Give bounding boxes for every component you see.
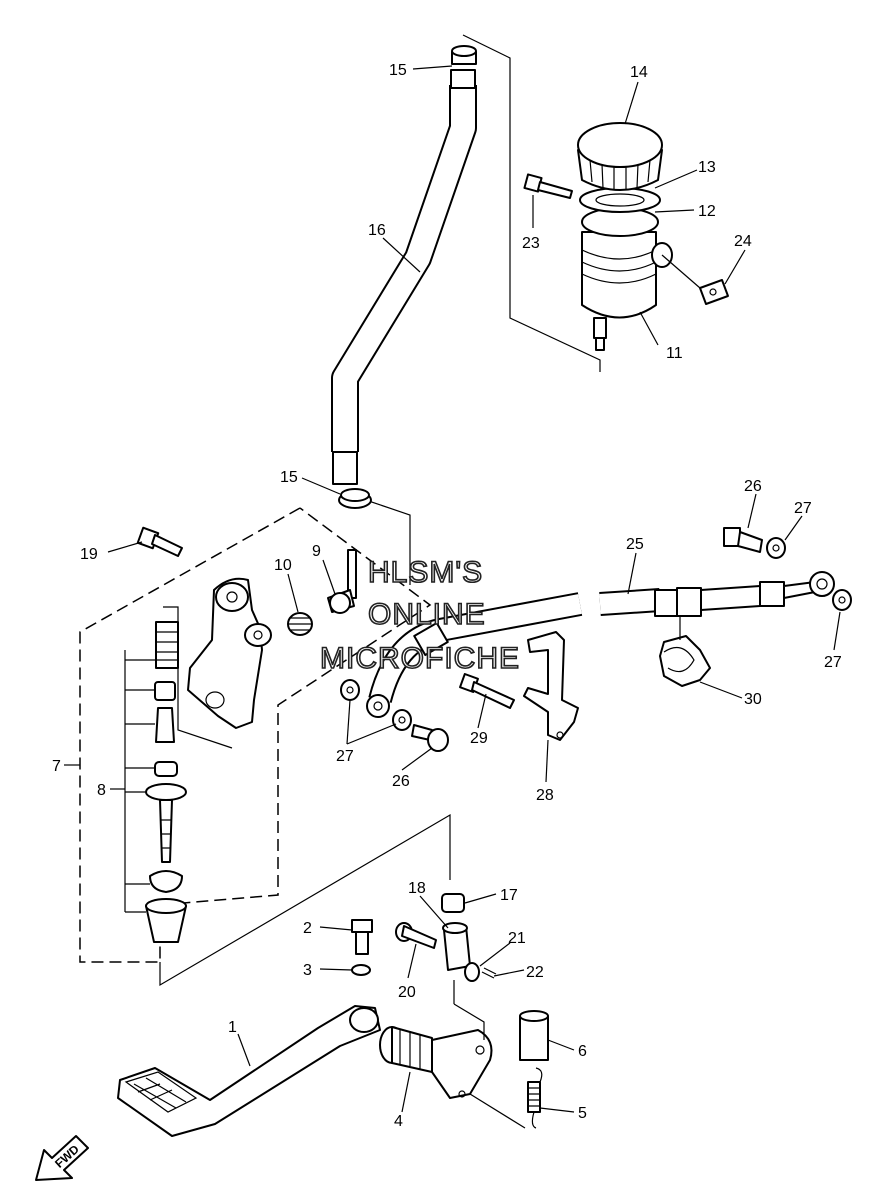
assembly-outlines [79,34,601,987]
callout-pin: 20 [398,984,416,1001]
reservoir-bolt [523,173,573,199]
repair-kit [124,606,233,943]
callout-master-cylinder-kit: 7 [52,758,61,775]
nut [441,893,465,913]
hose-clip-top [451,45,477,65]
callout-hose-clip-bottom: 15 [280,469,298,486]
callout-bolt: 2 [303,920,312,937]
callout-collar: 6 [578,1043,587,1060]
hose-holder [659,635,711,687]
callout-brake-pedal: 1 [228,1019,237,1036]
callout-cotter-pin: 22 [526,964,544,981]
callout-union-bolt-right: 26 [744,478,762,495]
reservoir-tank [581,231,673,351]
fwd-arrow-icon: FWD [35,1135,89,1181]
bolt [351,919,373,955]
callout-hose-joint: 9 [312,543,321,560]
collar [519,1010,549,1061]
reservoir-hose [331,69,477,485]
shaft [379,1026,493,1099]
callout-diaphragm-plate: 13 [698,159,716,176]
gasket-right-top [766,537,786,559]
watermark: HLSM'S ONLINE MICROFICHE [319,555,520,676]
callout-reservoir-bolt: 23 [522,235,540,252]
grommet [287,612,313,636]
gasket-right-bottom [832,589,852,611]
callout-grommet: 10 [274,557,292,574]
callout-reservoir-cap: 14 [630,64,648,81]
spring [469,1067,543,1129]
bracket-bolt [459,673,515,709]
cotter-pin [453,967,497,1040]
reservoir-cap [577,122,663,191]
gasket-left [340,679,360,701]
washer [351,964,371,976]
gasket-right-mid [392,709,412,731]
callout-repair-kit: 8 [97,782,106,799]
callout-clevis-joint: 18 [408,880,426,897]
union-bolt-right [723,527,763,553]
hose-clip-bottom [338,488,372,509]
callout-bracket-bolt: 29 [470,730,488,747]
callout-spring: 5 [578,1105,587,1122]
callout-reservoir-hose: 16 [368,222,386,239]
master-cylinder-bolt [136,526,183,557]
callout-hose-bracket: 28 [536,787,554,804]
callout-reservoir-bracket: 24 [734,233,752,250]
diaphragm-plate [579,187,661,213]
watermark-line-1: HLSM'S [368,556,483,589]
callout-union-bolt-left: 26 [392,773,410,790]
watermark-line-3: MICROFICHE [320,642,520,675]
callout-reservoir-tank: 11 [666,345,683,362]
callout-diaphragm: 12 [698,203,716,220]
union-bolt-left [411,724,449,752]
callout-numbers: 1 2 3 4 5 6 7 8 9 10 11 12 13 14 15 15 1… [52,62,842,1130]
callout-shaft: 4 [394,1113,403,1130]
callout-gasket-right-bottom: 27 [824,654,842,671]
pin [395,922,437,949]
brake-pedal [117,1005,381,1137]
callout-nut: 17 [500,887,518,904]
callout-gasket-left: 27 [336,748,354,765]
brake-hose [366,571,835,718]
leader-lines [64,65,841,1113]
watermark-line-2: ONLINE [368,598,486,631]
plain-washer [464,962,480,982]
callout-master-cylinder-bolt: 19 [80,546,98,563]
callout-hose-holder: 30 [744,691,762,708]
reservoir-bracket [661,254,729,305]
callout-plain-washer: 21 [508,930,526,947]
hose-joint [327,549,357,614]
hose-bracket [523,631,579,741]
callout-gasket-right-top: 27 [794,500,812,517]
callout-hose-clip-top: 15 [389,62,407,79]
clevis-joint [442,922,471,971]
callout-brake-hose: 25 [626,536,644,553]
callout-washer: 3 [303,962,312,979]
master-cylinder [187,577,272,729]
